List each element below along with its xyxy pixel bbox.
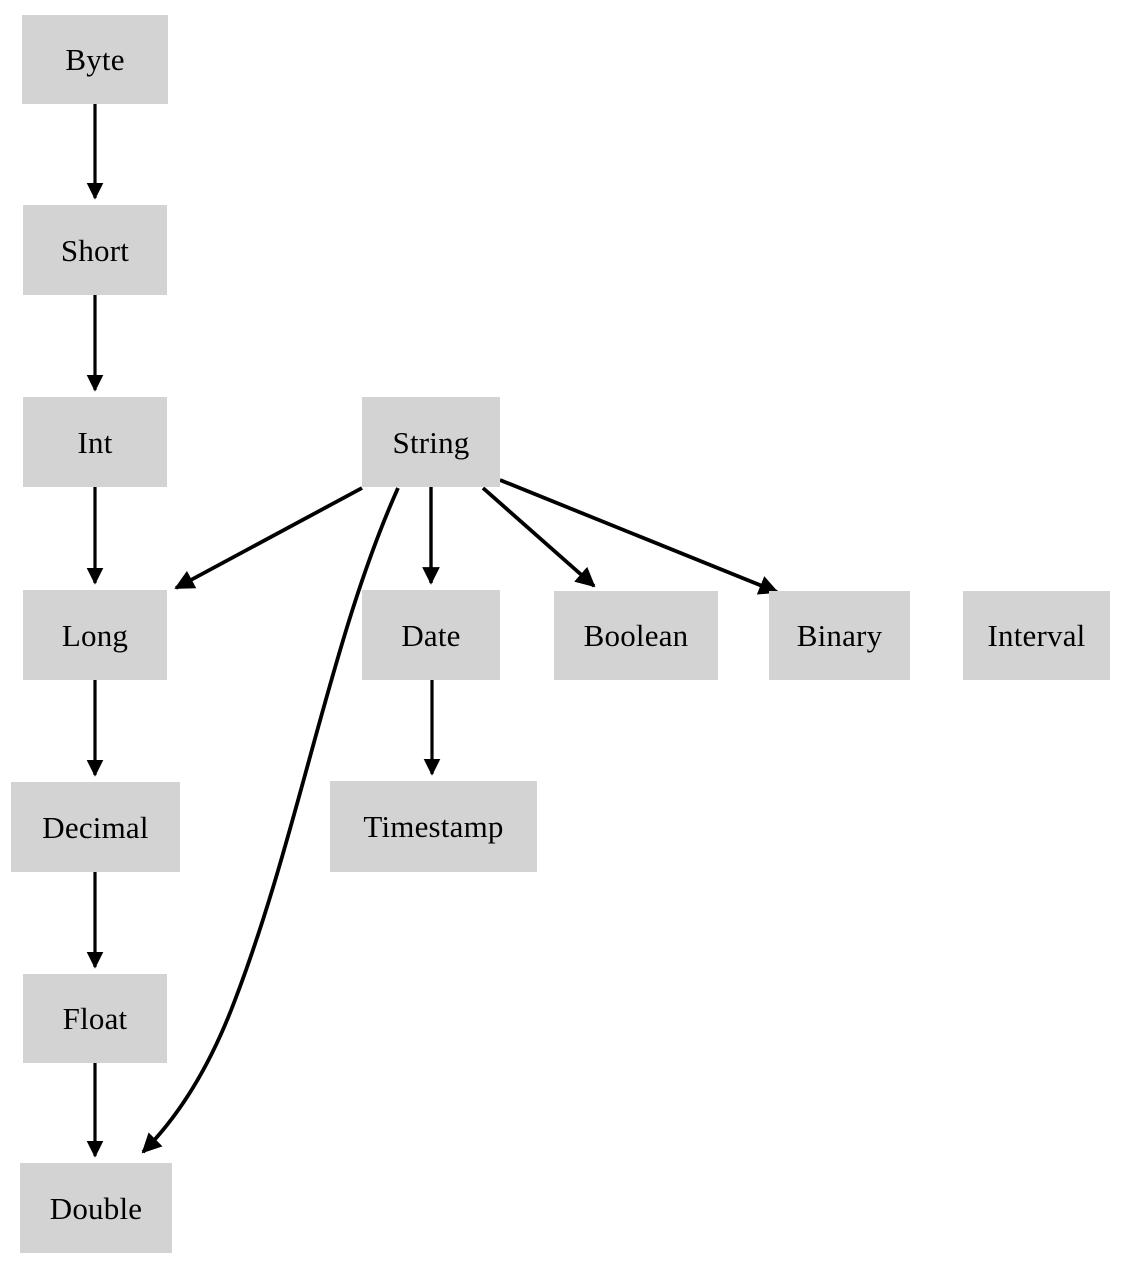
node-label-long: Long [61,617,129,653]
node-decimal[interactable]: Decimal [11,782,180,872]
node-short[interactable]: Short [23,205,167,295]
node-boolean[interactable]: Boolean [554,591,718,680]
node-string[interactable]: String [362,397,500,487]
edge-string-boolean [481,486,596,588]
node-label-byte: Byte [65,42,125,77]
node-label-date: Date [401,617,461,653]
edge-string-binary [499,478,779,595]
node-label-binary: Binary [796,618,883,653]
node-label-interval: Interval [987,618,1086,653]
node-label-float: Float [62,1001,128,1036]
node-timestamp[interactable]: Timestamp [330,781,537,872]
node-byte[interactable]: Byte [22,15,168,104]
node-double[interactable]: Double [20,1163,172,1253]
node-int[interactable]: Int [23,397,167,487]
node-date[interactable]: Date [362,590,500,680]
node-float[interactable]: Float [23,974,167,1063]
node-long[interactable]: Long [23,590,167,680]
node-label-int: Int [77,424,113,460]
node-binary[interactable]: Binary [769,591,910,680]
node-label-short: Short [60,232,130,268]
node-label-string: String [392,424,470,460]
node-label-boolean: Boolean [583,618,689,653]
node-label-double: Double [49,1190,143,1226]
node-label-decimal: Decimal [42,809,149,845]
edge-string-long [174,486,363,590]
node-label-timestamp: Timestamp [363,809,504,844]
node-interval[interactable]: Interval [963,591,1110,680]
